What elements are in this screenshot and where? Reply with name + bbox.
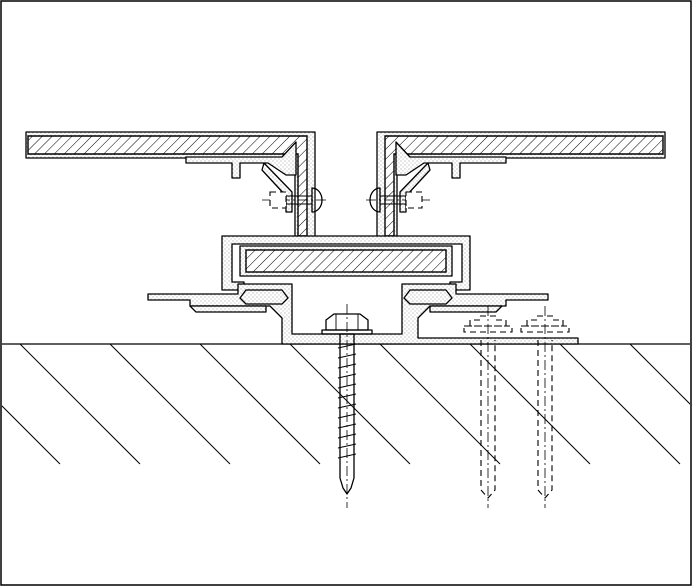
screw-shank: [339, 333, 355, 495]
hidden-screw-2: [520, 306, 570, 508]
base-right-flange: [429, 305, 503, 313]
left-panel-core: [27, 135, 308, 237]
left-edge-screw: [262, 187, 326, 213]
base-left-clip: [239, 289, 289, 305]
visible-screw: [321, 304, 373, 508]
right-edge-profile: [395, 141, 507, 213]
center-insert-core: [245, 249, 447, 273]
left-edge-profile: [185, 141, 297, 213]
hidden-screw-1: [463, 306, 513, 508]
center-retainer: [221, 235, 471, 291]
screw-thread: [337, 343, 357, 459]
right-panel-core: [384, 135, 664, 237]
screw-washer: [321, 329, 373, 335]
base-profile: [147, 283, 579, 345]
left-panel: [25, 131, 316, 241]
base-left-flange: [189, 305, 267, 313]
base-right-clip: [403, 289, 453, 305]
substrate-hatching: [2, 344, 690, 465]
right-panel: [376, 131, 666, 241]
right-edge-screw: [366, 187, 430, 213]
